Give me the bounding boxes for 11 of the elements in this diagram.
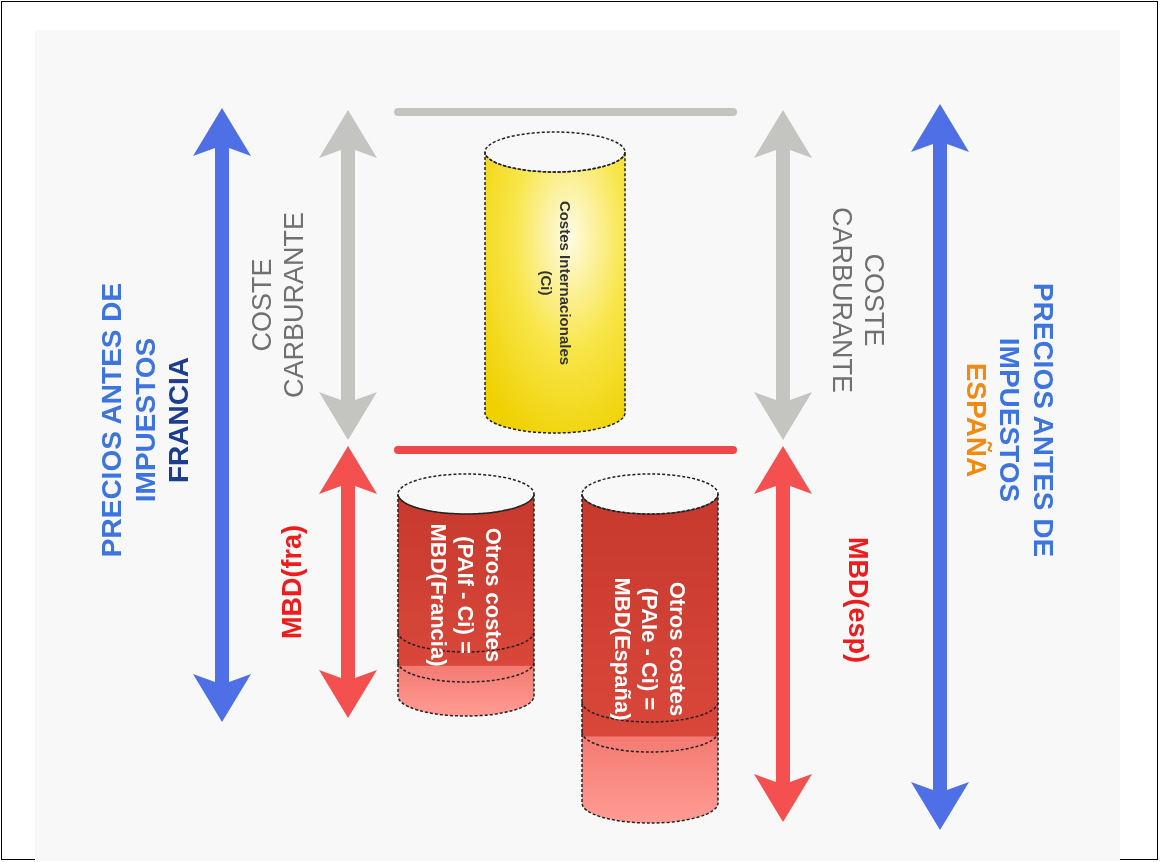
measure-label: COSTE CARBURANTE <box>826 206 891 395</box>
measure-label: ESPAÑA <box>960 362 994 478</box>
cylinder-label: Otros costes (PAIe - Ci) = MBD(España) <box>609 576 692 722</box>
cylinder-label: Otros costes (PAIf - Ci) = MBD(Francia) <box>425 522 508 669</box>
cylinder-label: Costes Internacionales (Ci) <box>537 199 574 367</box>
measure-label: MBD(fra) <box>275 525 308 639</box>
measure-label: FRANCIA <box>161 357 195 483</box>
measure-label: MBD(esp) <box>842 537 875 663</box>
measure-label: PRECIOS ANTES DE IMPUESTOS <box>993 281 1061 560</box>
measure-label: PRECIOS ANTES DE IMPUESTOS <box>94 281 162 560</box>
measure-label: COSTE CARBURANTE <box>245 211 310 400</box>
